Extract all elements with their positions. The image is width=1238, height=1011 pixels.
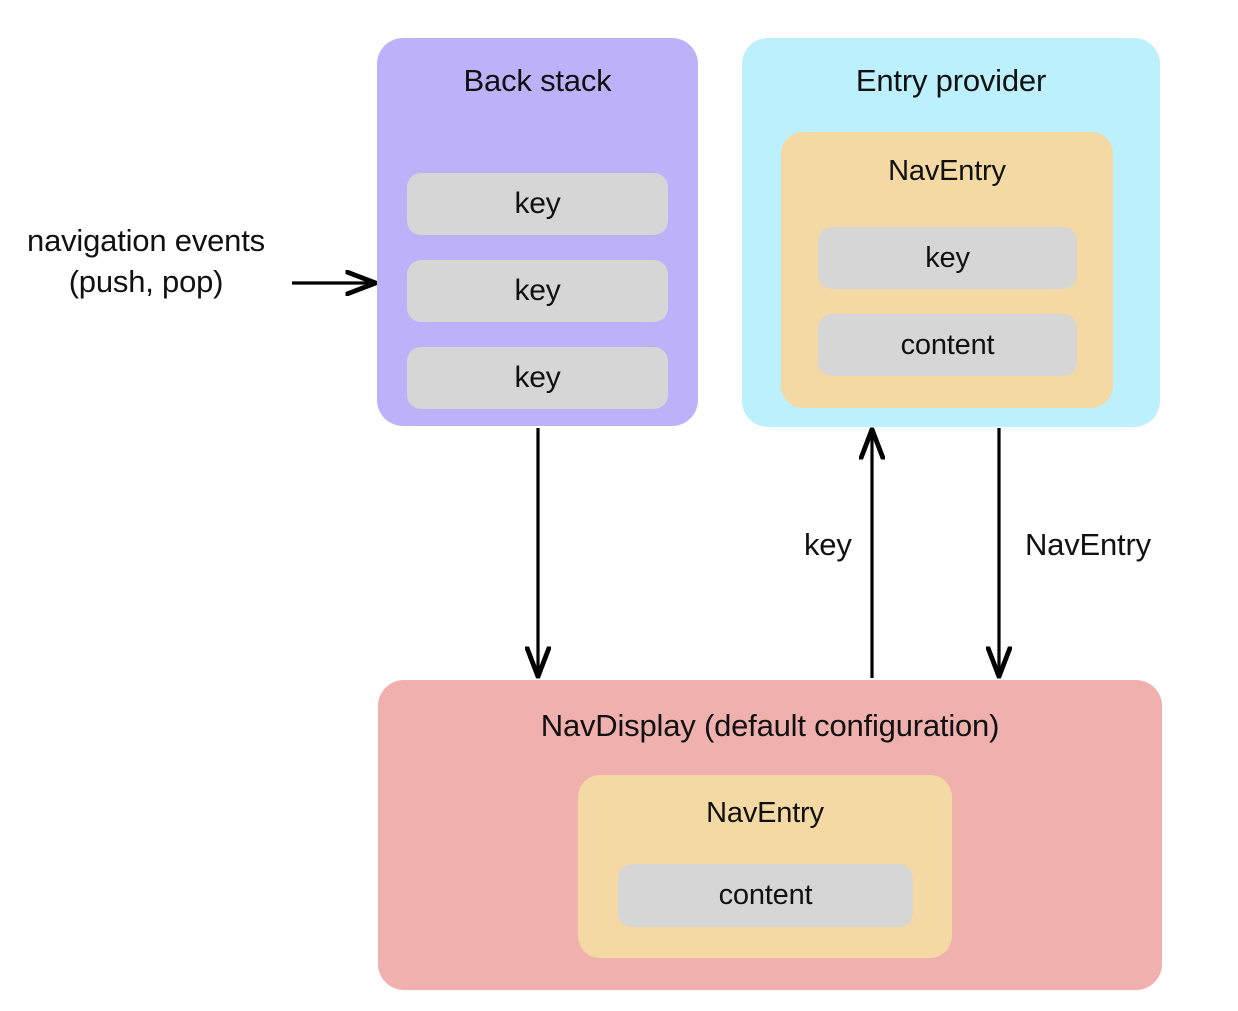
entry-provider-key-chip[interactable]: key: [818, 227, 1077, 289]
nav-display-box[interactable]: NavDisplay (default configuration) NavEn…: [378, 680, 1162, 990]
entry-provider-content-chip[interactable]: content: [818, 314, 1077, 376]
nav-display-content-chip[interactable]: content: [618, 864, 913, 927]
entry-provider-key-chip-label: key: [925, 241, 970, 274]
back-stack-box[interactable]: Back stack key key key: [377, 38, 698, 426]
back-stack-key-chip[interactable]: key: [407, 173, 668, 235]
entry-provider-box[interactable]: Entry provider NavEntry key content: [742, 38, 1160, 427]
nav-display-content-chip-label: content: [718, 879, 813, 911]
nav-display-title: NavDisplay (default configuration): [540, 708, 1000, 743]
entry-provider-nav-entry-box[interactable]: NavEntry key content: [781, 132, 1113, 408]
nav-display-nav-entry-box[interactable]: NavEntry content: [578, 775, 952, 958]
back-stack-key-chip-label: key: [514, 187, 561, 220]
navigation-events-label: navigation events (push, pop): [12, 220, 280, 302]
entry-provider-content-chip-label: content: [900, 328, 995, 361]
navigation-events-line1: navigation events: [27, 223, 265, 258]
back-stack-key-chip-label: key: [514, 274, 561, 307]
back-stack-key-chip-label: key: [514, 361, 561, 394]
nav-display-nav-entry-title: NavEntry: [706, 797, 824, 829]
entry-provider-title: Entry provider: [855, 63, 1047, 98]
navigation-events-line2: (push, pop): [68, 264, 224, 299]
back-stack-key-chip[interactable]: key: [407, 260, 668, 322]
back-stack-key-chip[interactable]: key: [407, 347, 668, 409]
edge-label-naventry: NavEntry: [1025, 527, 1151, 562]
entry-provider-nav-entry-title: NavEntry: [888, 155, 1006, 187]
edge-label-key: key: [804, 527, 852, 562]
back-stack-title: Back stack: [463, 63, 612, 98]
